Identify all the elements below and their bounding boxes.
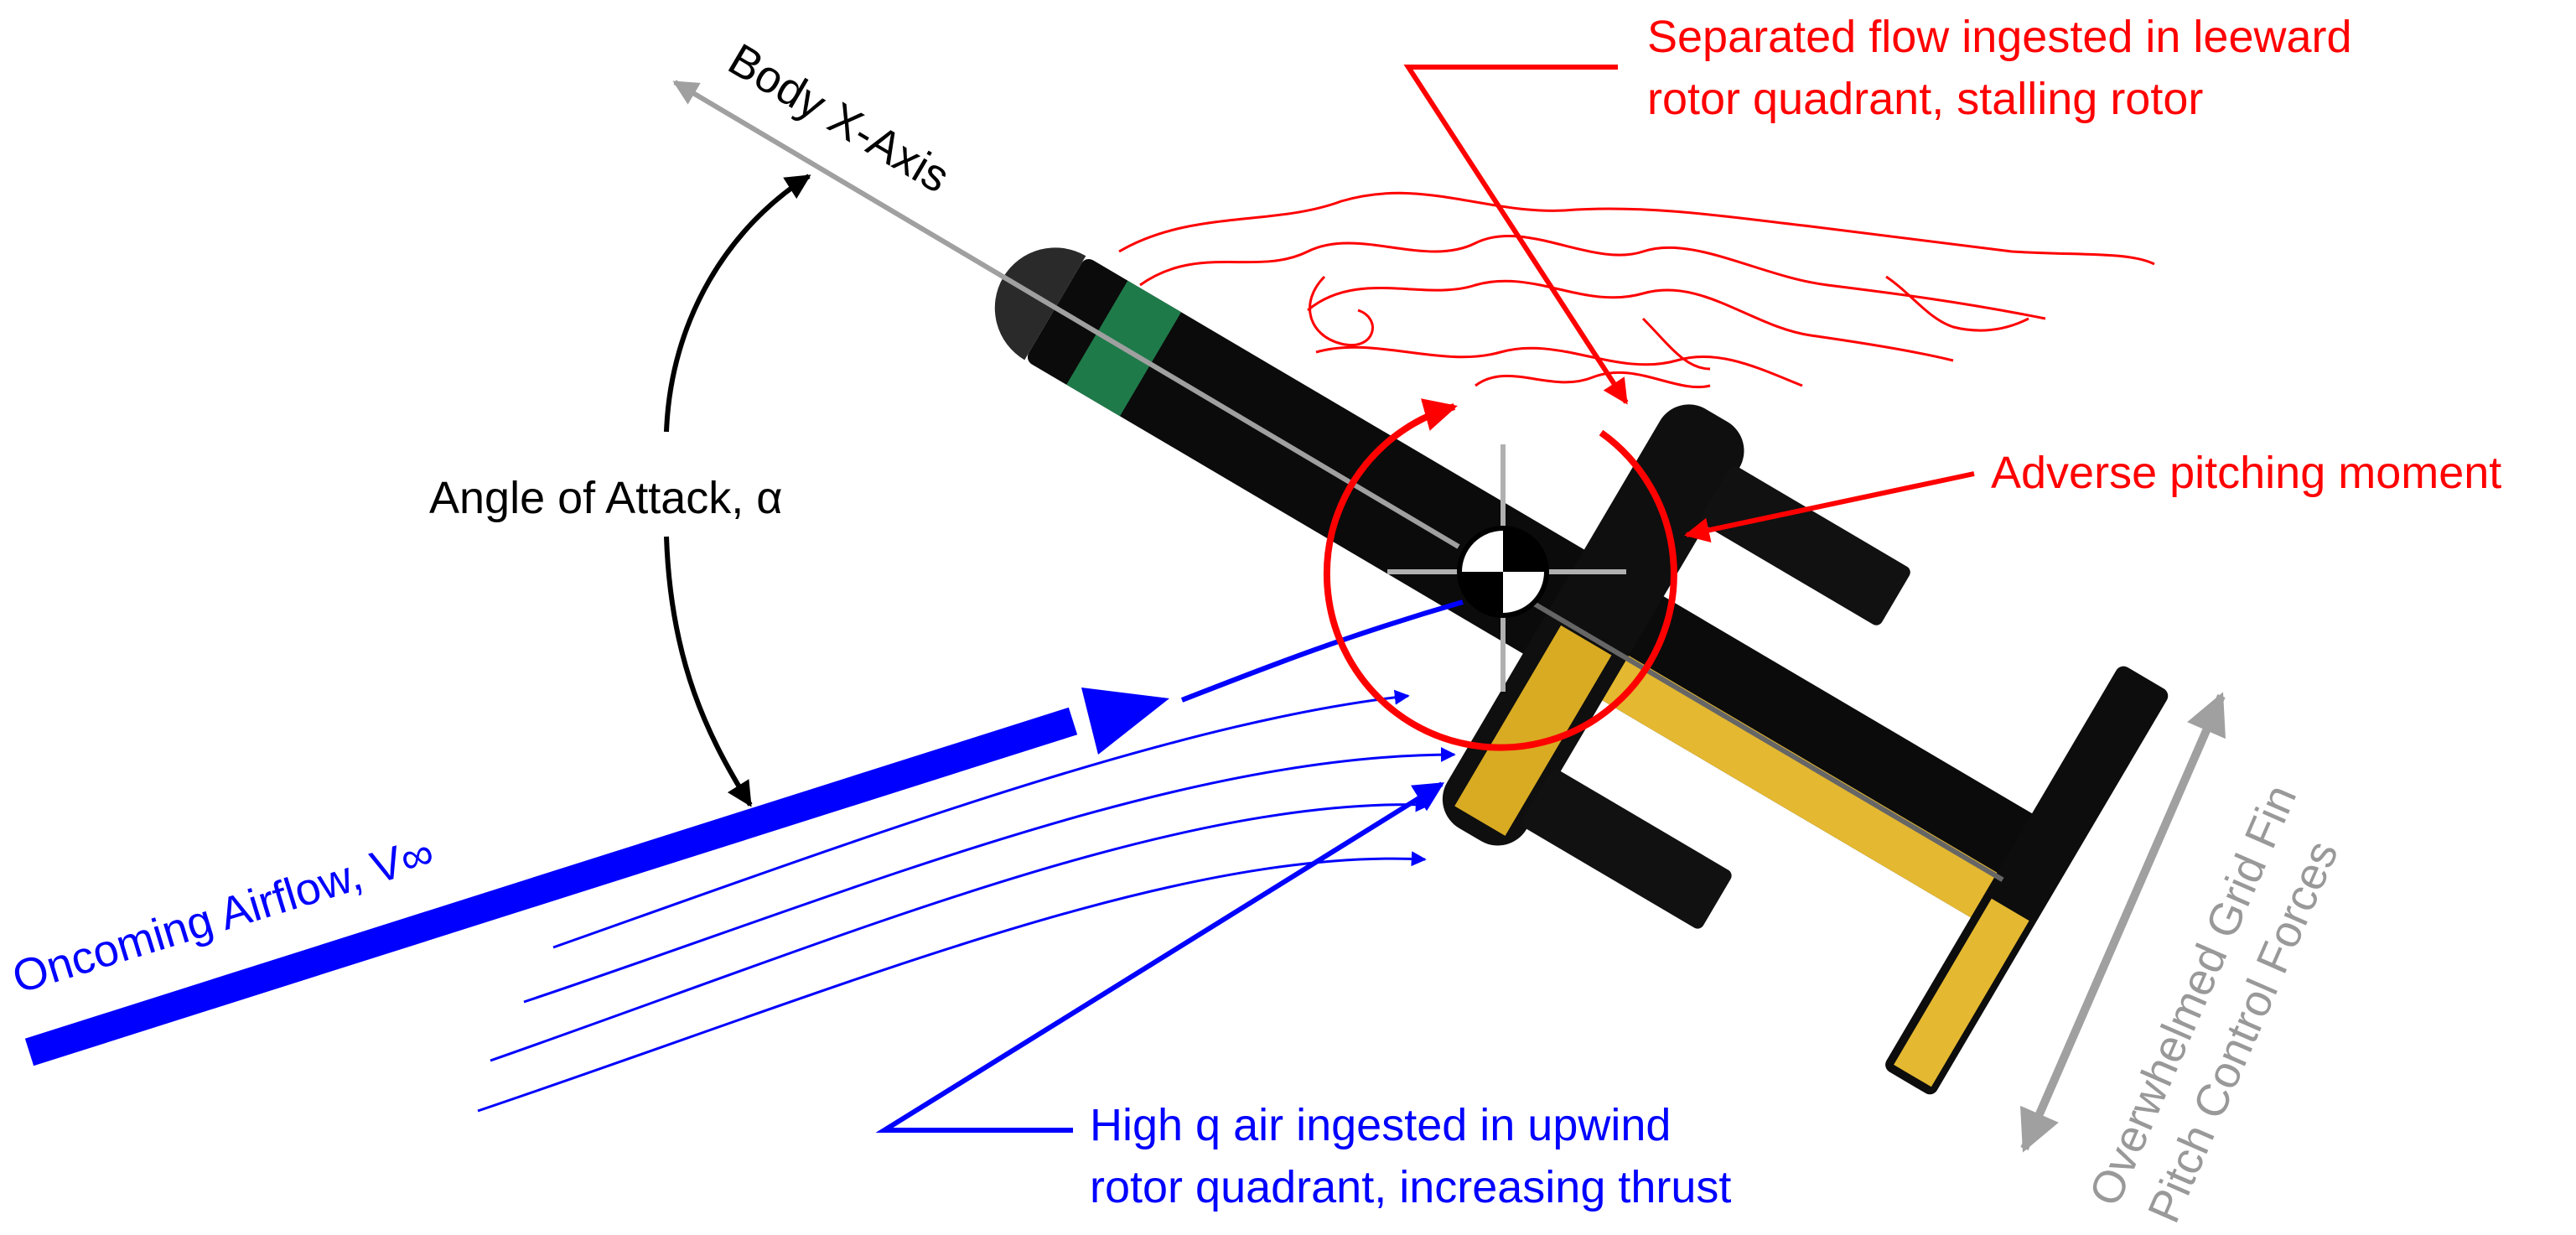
separated-flow-label-line2: rotor quadrant, stalling rotor [1647, 74, 2203, 124]
grid-fin-force-arrow [2020, 692, 2226, 1153]
body-x-axis-arrow [672, 80, 1460, 549]
gold-section [1573, 638, 2005, 922]
high-q-label-line2: rotor quadrant, increasing thrust [1090, 1162, 1731, 1212]
high-q-leader [875, 781, 1445, 1133]
oncoming-airflow-arrow [24, 707, 1078, 1066]
separated-flow-label-line1: Separated flow ingested in leeward [1647, 12, 2352, 62]
streamlines [477, 599, 1464, 1113]
angle-of-attack-arrow-lower [664, 536, 753, 807]
grid-fin-gold [1894, 898, 2029, 1087]
angle-of-attack-arrow-upper [664, 174, 811, 433]
adverse-pitching-label: Adverse pitching moment [1991, 448, 2501, 498]
lower-duct-arm [1521, 769, 1732, 929]
separated-flow-lines [1118, 191, 2155, 388]
angle-of-attack-label: Angle of Attack, α [429, 473, 782, 523]
high-q-label-line1: High q air ingested in upwind [1090, 1100, 1671, 1150]
pitching-moment-circle-arrow [1323, 398, 1677, 751]
upper-duct-arm [1700, 465, 1910, 625]
separated-flow-leader [1403, 65, 1629, 405]
nose-cap [994, 247, 1086, 361]
center-of-gravity-icon [1457, 526, 1549, 618]
oncoming-airflow-arrowhead [1081, 688, 1169, 755]
control-rod [1510, 588, 2004, 882]
adverse-pitching-leader [1684, 471, 1975, 543]
rotor-duct-gold [1454, 625, 1612, 836]
